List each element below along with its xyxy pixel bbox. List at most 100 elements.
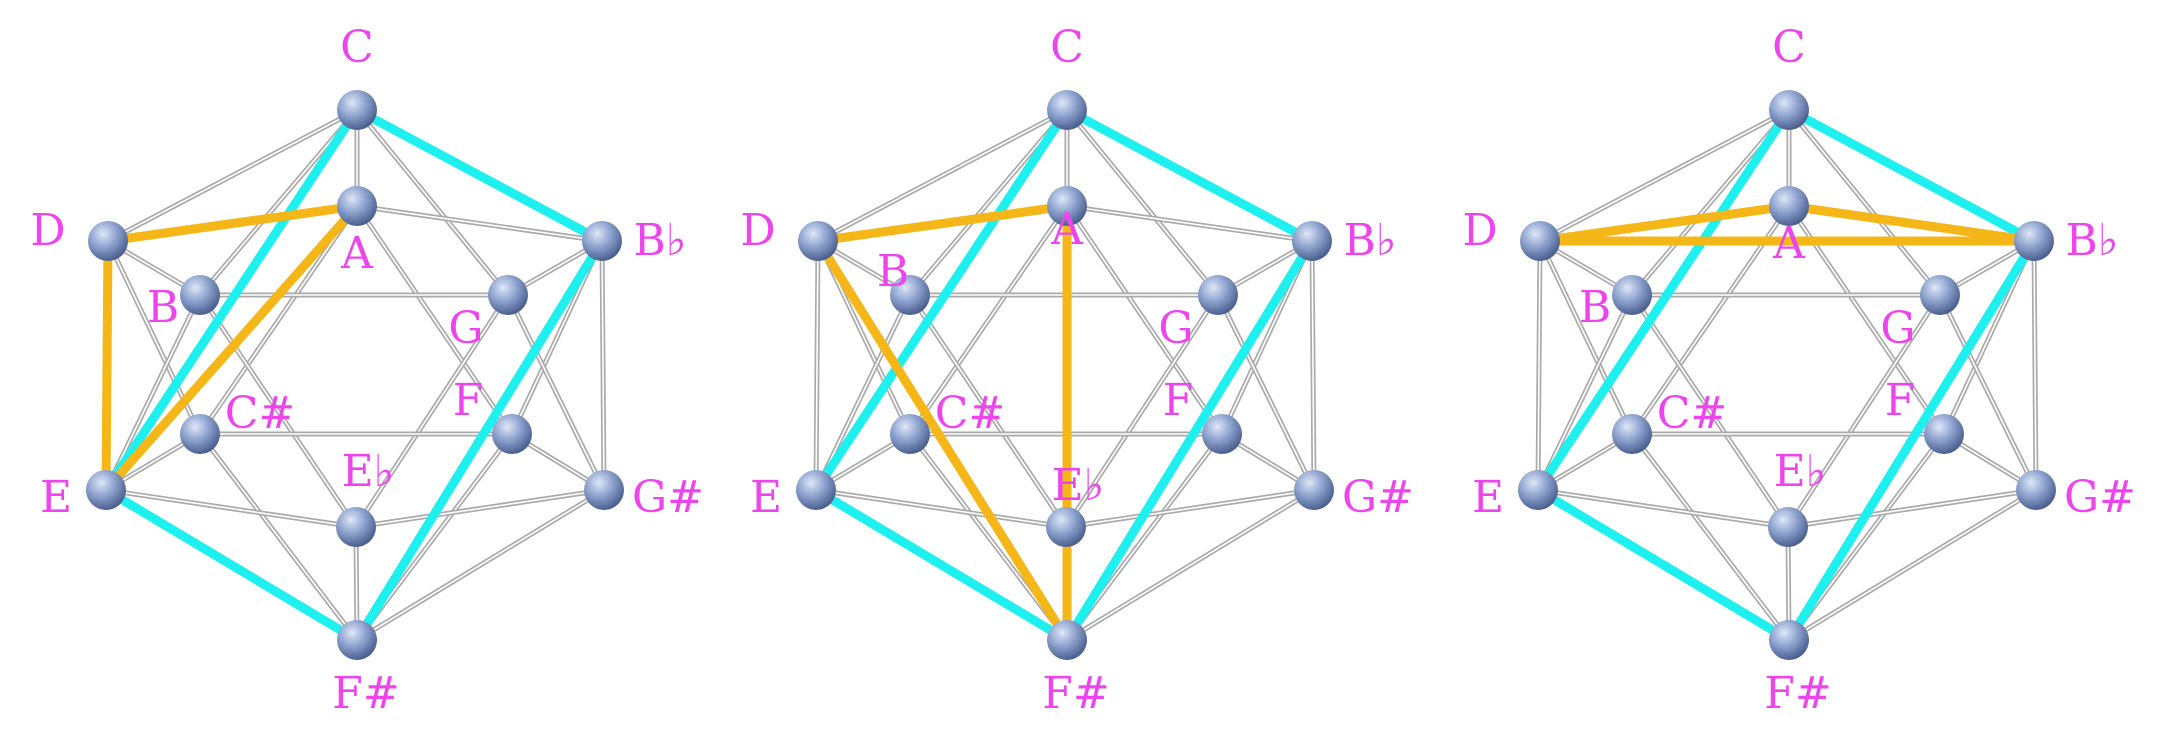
node-F bbox=[1924, 414, 1964, 454]
node-group bbox=[796, 90, 1334, 660]
node-Gs bbox=[2016, 470, 2056, 510]
note-label-G: G bbox=[1158, 303, 1193, 354]
note-label-Fs: F# bbox=[1042, 668, 1109, 719]
note-label-C: C bbox=[1772, 22, 1806, 73]
note-label-A: A bbox=[340, 228, 374, 279]
edge-highlight-C-B bbox=[909, 109, 1068, 296]
note-label-C: C bbox=[1050, 22, 1084, 73]
hexagon-edge-C-Bb bbox=[1784, 105, 2039, 246]
hexagon-edge-Bb-Fs bbox=[1062, 236, 1317, 645]
note-label-Cs: C# bbox=[935, 388, 1006, 439]
edge-highlight-G-Gs bbox=[1939, 294, 2037, 491]
node-E bbox=[86, 470, 126, 510]
edge-highlight-Gs-Eb bbox=[1787, 489, 2037, 528]
note-label-D: D bbox=[1462, 205, 1497, 256]
edge-highlight-B-E bbox=[1537, 294, 1633, 491]
node-F bbox=[1202, 414, 1242, 454]
note-label-A: A bbox=[1050, 204, 1084, 255]
node-C bbox=[1769, 90, 1809, 130]
node-C bbox=[1047, 90, 1087, 130]
edge-highlight-A-F bbox=[1066, 205, 1223, 435]
note-label-G: G bbox=[1880, 303, 1915, 354]
hexagon-edge-Bb-Fs bbox=[352, 236, 607, 645]
hexagon-edge-E-C bbox=[811, 105, 1072, 495]
edge-highlight-C-G bbox=[356, 109, 509, 296]
triangle bbox=[1535, 201, 2039, 246]
node-group bbox=[86, 90, 624, 660]
note-label-Eb: E♭ bbox=[342, 446, 395, 497]
note-label-Cs: C# bbox=[1657, 388, 1728, 439]
note-label-Bb: B♭ bbox=[633, 215, 686, 266]
note-label-Gs: G# bbox=[2064, 472, 2136, 523]
node-D bbox=[798, 221, 838, 261]
node-D bbox=[88, 221, 128, 261]
triangle-edge-D-A bbox=[1535, 201, 1794, 246]
edge-highlight-B-Eb bbox=[199, 294, 357, 528]
note-label-G: G bbox=[448, 303, 483, 354]
node-Fs bbox=[1047, 620, 1087, 660]
node-Eb bbox=[1768, 507, 1808, 547]
note-label-Gs: G# bbox=[1342, 472, 1414, 523]
edge-highlight-A-Cs bbox=[909, 205, 1068, 435]
node-A bbox=[1769, 186, 1809, 226]
edge-highlight-G-Gs bbox=[507, 294, 605, 491]
node-Fs bbox=[1769, 620, 1809, 660]
edge-highlight-B-E bbox=[815, 294, 911, 491]
edge-highlight-D-E bbox=[815, 240, 819, 491]
hexagon-edge-Fs-E bbox=[101, 485, 362, 645]
node-F bbox=[492, 414, 532, 454]
triangle-edge-D-A bbox=[103, 201, 362, 246]
note-label-Eb: E♭ bbox=[1774, 446, 1827, 497]
node-Eb bbox=[336, 507, 376, 547]
edge-highlight-A-Bb bbox=[1066, 205, 1313, 242]
triangle-edge-E-D bbox=[101, 236, 113, 495]
edge-highlight-E-Eb bbox=[105, 489, 357, 528]
edge-highlight-C-D bbox=[107, 109, 358, 242]
note-label-A: A bbox=[1772, 218, 1806, 269]
node-Bb bbox=[2014, 221, 2054, 261]
edge-highlight-Bb-Gs bbox=[1311, 240, 1315, 491]
note-label-E: E bbox=[1472, 472, 1504, 523]
node-E bbox=[796, 470, 836, 510]
note-label-F: F bbox=[1163, 375, 1194, 426]
triangle-edge-A-E bbox=[101, 201, 362, 495]
node-E bbox=[1518, 470, 1558, 510]
hexagon-edge-Bb-Fs bbox=[1784, 236, 2039, 645]
edge-highlight-Gs-Fs bbox=[356, 489, 605, 641]
node-Eb bbox=[1046, 507, 1086, 547]
hexagon-edge-C-Bb bbox=[352, 105, 607, 246]
node-Cs bbox=[180, 414, 220, 454]
note-label-Fs: F# bbox=[1764, 668, 1831, 719]
edge-highlight-G-Eb bbox=[1787, 294, 1941, 528]
edge-highlight-G-Eb bbox=[355, 294, 509, 528]
note-label-F: F bbox=[1885, 375, 1916, 426]
edge-highlight-B-Eb bbox=[1631, 294, 1789, 528]
edge-highlight-Cs-Fs bbox=[199, 433, 358, 641]
hexagon-path bbox=[1533, 105, 2039, 645]
triangle bbox=[813, 201, 1072, 645]
edge-highlight-E-Eb bbox=[815, 489, 1067, 528]
hexagon-edge-E-C bbox=[101, 105, 362, 495]
note-label-Fs: F# bbox=[332, 668, 399, 719]
triangle bbox=[101, 201, 362, 495]
hexagon-path bbox=[101, 105, 607, 645]
edge-highlight-G-Gs bbox=[1217, 294, 1315, 491]
node-B bbox=[890, 275, 930, 315]
node-Gs bbox=[584, 470, 624, 510]
note-label-B: B bbox=[877, 246, 909, 297]
node-Cs bbox=[1612, 414, 1652, 454]
node-Cs bbox=[890, 414, 930, 454]
edge-highlight-C-B bbox=[1631, 109, 1790, 296]
hexagon-path bbox=[811, 105, 1317, 645]
note-label-Bb: B♭ bbox=[2065, 215, 2118, 266]
note-label-Eb: E♭ bbox=[1052, 460, 1105, 511]
node-D bbox=[1520, 221, 1560, 261]
hexagon-edge-C-Bb bbox=[1062, 105, 1317, 246]
node-Bb bbox=[582, 221, 622, 261]
edge-highlight-Gs-Eb bbox=[355, 489, 605, 528]
